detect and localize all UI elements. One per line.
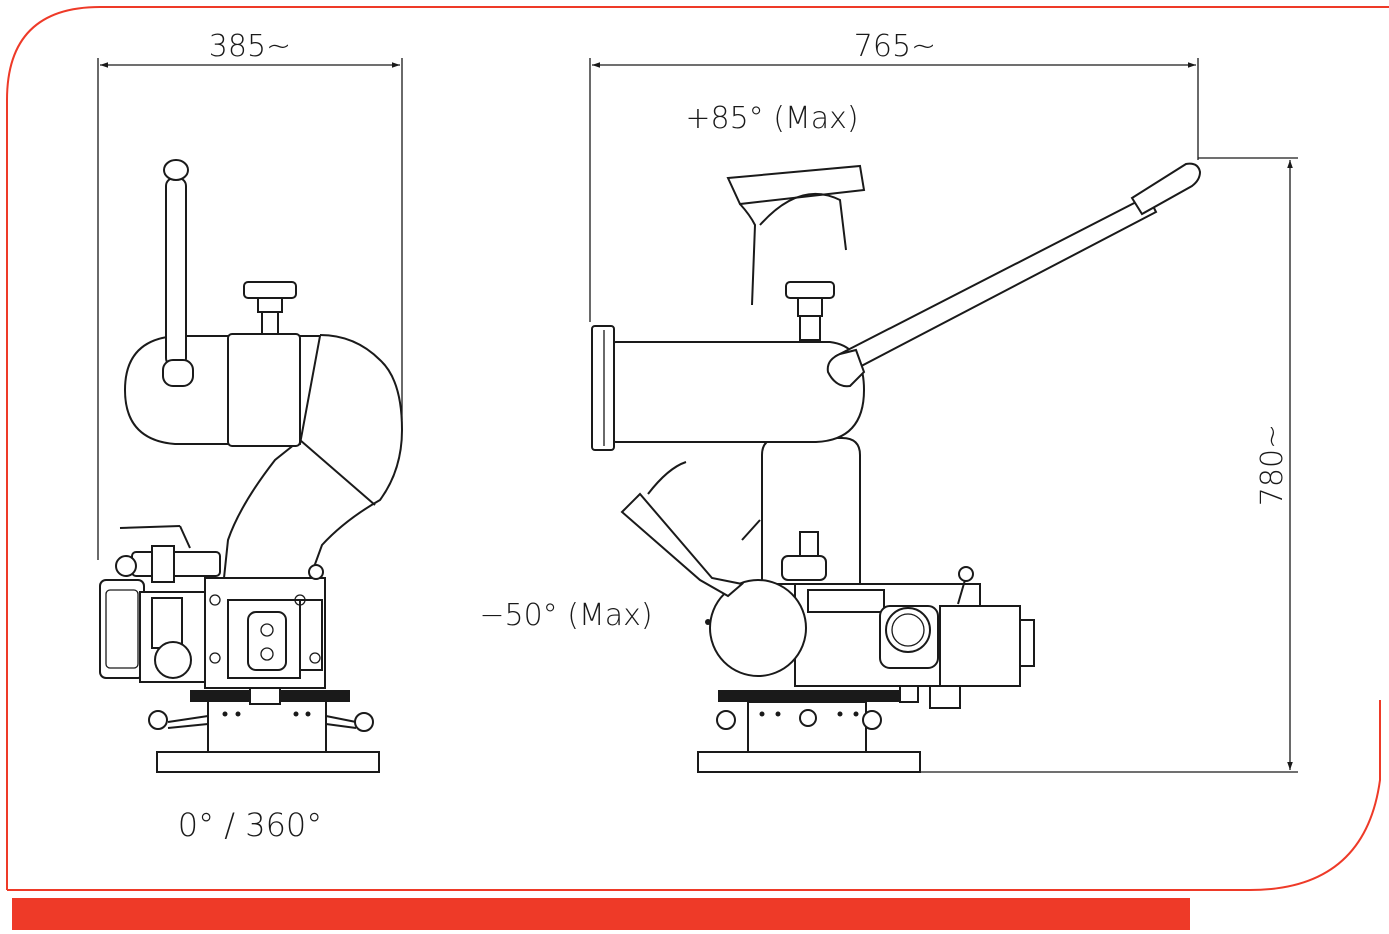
height-label: 780~ xyxy=(1255,424,1290,506)
elevation-down-label: −50° (Max) xyxy=(479,598,652,633)
side-width-label: 765~ xyxy=(854,29,936,64)
side-gear-ring xyxy=(718,690,918,702)
front-width-label: 385~ xyxy=(209,29,291,64)
elevation-up-label: +85° (Max) xyxy=(685,101,858,136)
accent-bar xyxy=(12,898,1190,930)
rounded-frame-border xyxy=(6,6,1389,891)
front-view: 385~ xyxy=(97,29,404,844)
side-view: 765~ 780~ +85° (Max) −50° (Max) xyxy=(479,29,1298,773)
rotation-label: 0° / 360° xyxy=(178,806,323,844)
